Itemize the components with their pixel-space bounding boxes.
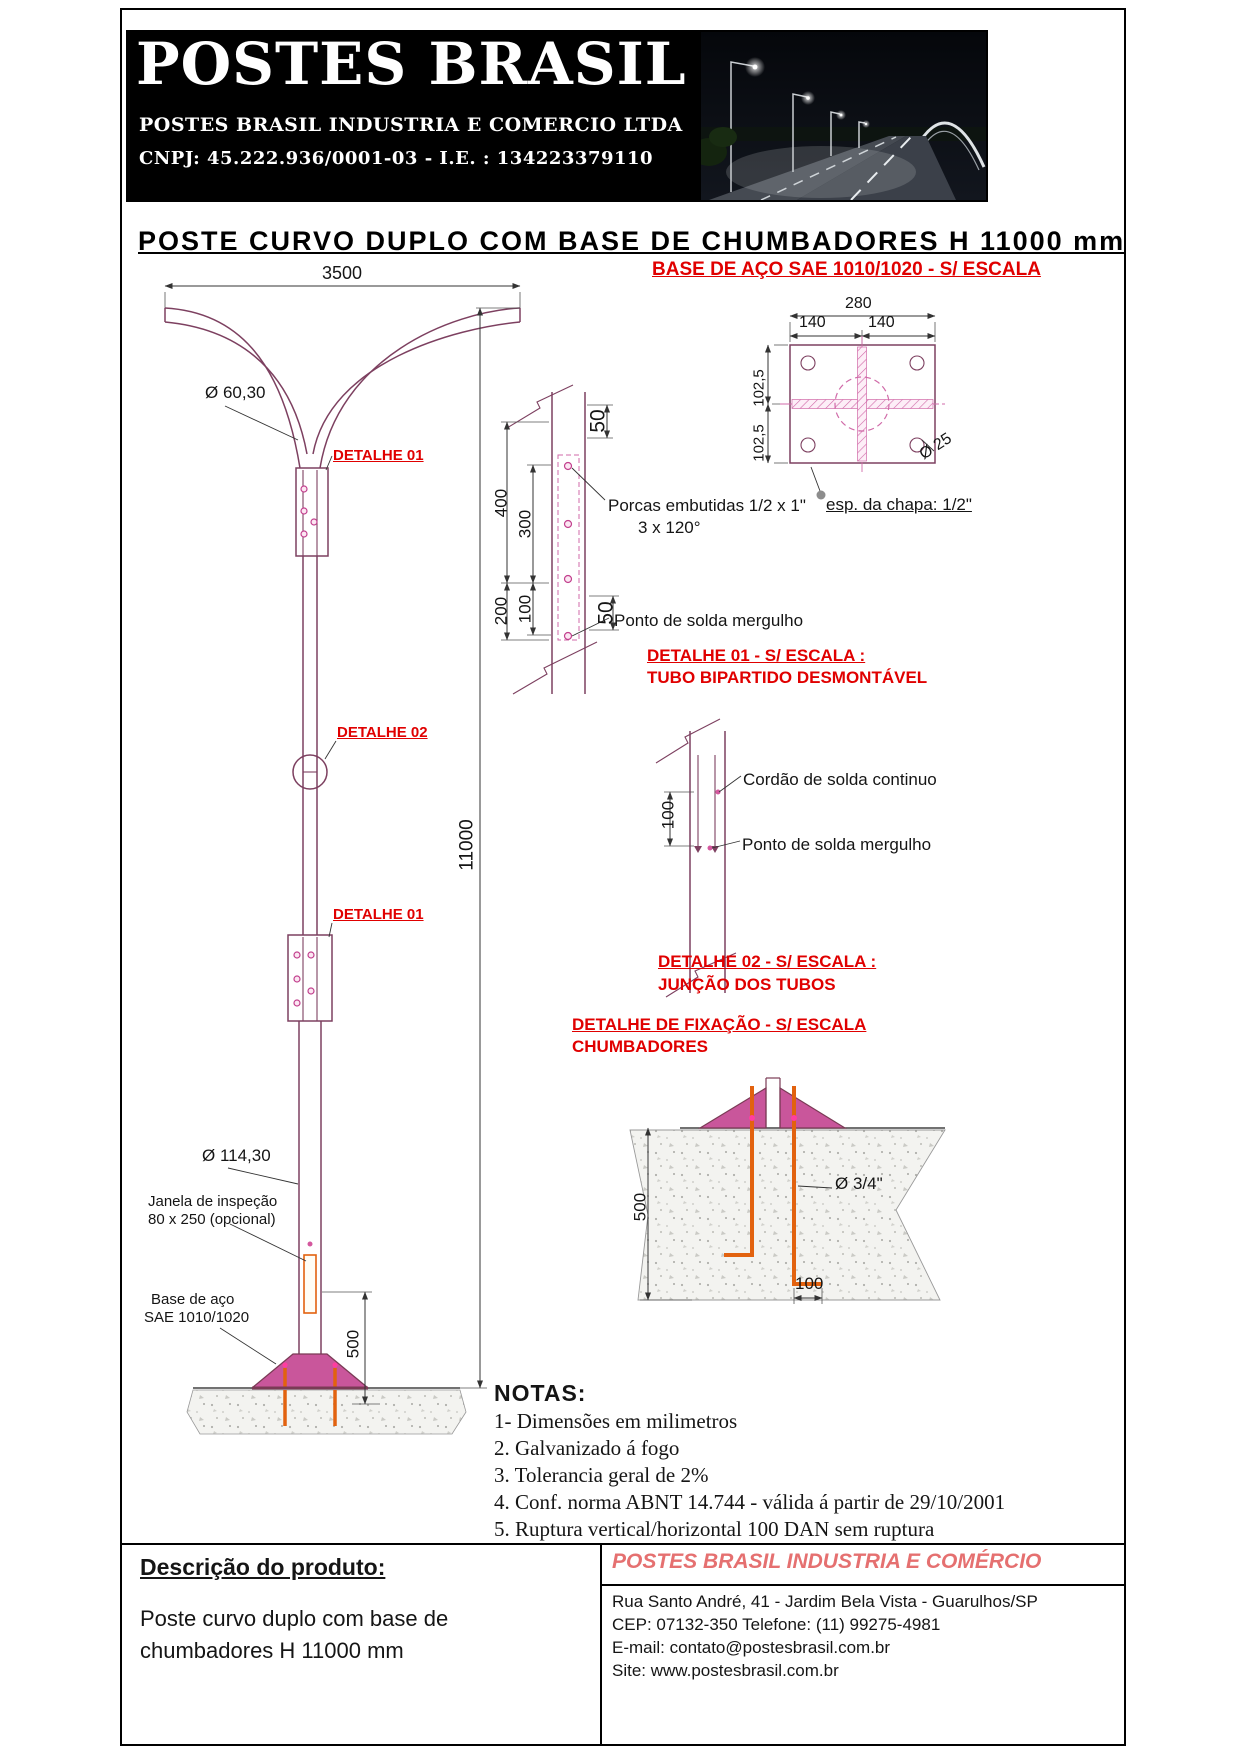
dim-500-base-label: 500 (343, 1329, 363, 1359)
detalhe01-callout-upper: DETALHE 01 (333, 447, 424, 464)
detail01-drawing (501, 384, 619, 695)
dim-50-top-label: 50 (586, 409, 610, 433)
note-5: 5. Ruptura vertical/horizontal 100 DAN s… (494, 1517, 935, 1541)
dim-200-label: 200 (491, 596, 511, 626)
plate-thickness-label: esp. da chapa: 1/2" (826, 495, 972, 514)
dim-3500-label: 3500 (322, 263, 363, 283)
dim-300-label: 300 (515, 509, 535, 539)
det01-subtitle: TUBO BIPARTIDO DESMONTÁVEL (647, 668, 928, 687)
det01-title: DETALHE 01 - S/ ESCALA : (647, 646, 866, 665)
dim-11000-label: 11000 (456, 819, 478, 871)
footer-divider (600, 1543, 602, 1746)
footer-title-block (120, 1543, 1126, 1746)
note-4: 4. Conf. norma ABNT 14.744 - válida á pa… (494, 1490, 1006, 1514)
dim-102-bottom-label: 102,5 (750, 424, 768, 462)
dim-102-top-label: 102,5 (750, 369, 768, 407)
footer-company-name: POSTES BRASIL INDUSTRIA E COMÉRCIO (612, 1550, 1042, 1573)
bottom-diameter-label: Ø 114,30 (202, 1146, 271, 1165)
dim-280-label: 280 (845, 295, 872, 312)
anchor-detail-drawing (629, 1077, 946, 1304)
embedded-nuts-label-2: 3 x 120° (638, 518, 701, 537)
footer-cep-phone: CEP: 07132-350 Telefone: (11) 99275-4981 (612, 1615, 941, 1634)
highway-night-photo (701, 32, 986, 200)
steel-base-label-2: SAE 1010/1020 (144, 1309, 250, 1326)
embedded-nuts-label: Porcas embutidas 1/2 x 1" (608, 496, 806, 515)
footer-company-underline (602, 1584, 1126, 1586)
svg-defs (0, 0, 2, 2)
pole-elevation-drawing (164, 282, 521, 1435)
top-diameter-label: Ø 60,30 (205, 383, 266, 402)
product-description-line-1: Poste curvo duplo com base de (140, 1606, 449, 1631)
dim-140-right-label: 140 (868, 314, 895, 331)
fixing-detail-title: DETALHE DE FIXAÇÃO - S/ ESCALA (572, 1015, 867, 1034)
steel-base-label-1: Base de aço (151, 1291, 235, 1308)
inspection-window-label-1: Janela de inspeção (148, 1193, 278, 1210)
baseplate-title: BASE DE AÇO SAE 1010/1020 - S/ ESCALA (652, 259, 1041, 280)
det02-title: DETALHE 02 - S/ ESCALA : (658, 952, 877, 971)
product-description-line-2: chumbadores H 11000 mm (140, 1638, 404, 1663)
product-description-title: Descrição do produto: (140, 1554, 386, 1580)
base-plate-drawing (764, 312, 945, 500)
page-title: POSTE CURVO DUPLO COM BASE DE CHUMBADORE… (138, 226, 1126, 256)
notes-title: NOTAS: (494, 1380, 587, 1406)
dim-500-fix-label: 500 (630, 1192, 650, 1222)
weld-point-det02-label: Ponto de solda mergulho (742, 835, 932, 854)
note-3: 3. Tolerancia geral de 2% (494, 1463, 709, 1487)
detalhe02-callout: DETALHE 02 (337, 724, 428, 741)
fixing-detail-subtitle: CHUMBADORES (572, 1037, 708, 1056)
dim-140-left-label: 140 (799, 314, 826, 331)
detail02-drawing (655, 718, 742, 998)
weld-point-det01-label: Ponto de solda mergulho (614, 611, 804, 630)
footer-address: Rua Santo André, 41 - Jardim Bela Vista … (612, 1592, 1038, 1611)
footer-site: Site: www.postesbrasil.com.br (612, 1661, 839, 1680)
footer-email: E-mail: contato@postesbrasil.com.br (612, 1638, 891, 1657)
company-cnpj: CNPJ: 45.222.936/0001-03 - I.E. : 134223… (139, 148, 654, 169)
company-subtitle: POSTES BRASIL INDUSTRIA E COMERCIO LTDA (139, 114, 683, 136)
inspection-window-label-2: 80 x 250 (opcional) (148, 1211, 276, 1228)
continuous-weld-label: Cordão de solda continuo (743, 770, 937, 789)
dim-100-det02-label: 100 (658, 800, 678, 830)
anchor-diameter-label: Ø 3/4" (835, 1174, 883, 1193)
detalhe01-callout-lower: DETALHE 01 (333, 906, 424, 923)
dim-100-det01-label: 100 (515, 594, 535, 624)
company-header: POSTES BRASIL POSTES BRASIL INDUSTRIA E … (126, 30, 988, 202)
note-2: 2. Galvanizado á fogo (494, 1436, 680, 1460)
note-1: 1- Dimensões em milimetros (494, 1409, 738, 1433)
dim-400-label: 400 (491, 488, 511, 518)
company-logo-text: POSTES BRASIL (136, 30, 687, 98)
dim-100-fix-label: 100 (795, 1274, 824, 1293)
det02-subtitle: JUNÇÃO DOS TUBOS (658, 975, 836, 994)
